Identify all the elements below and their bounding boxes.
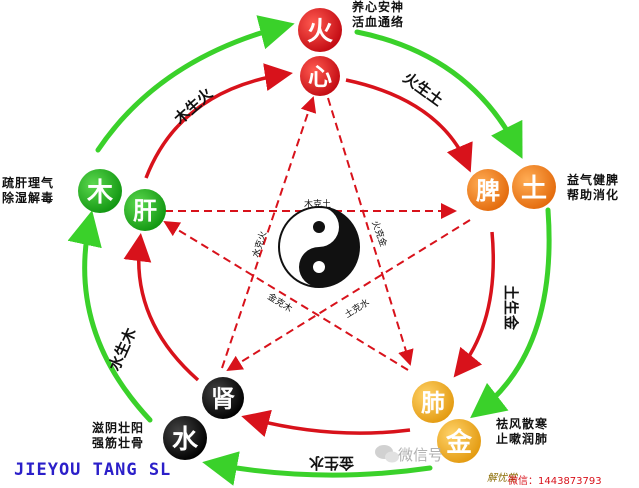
metal-note-line-1: 祛风散寒	[496, 417, 549, 431]
inner-arc-water-wood	[123, 233, 200, 382]
fire-note-line-2: 活血通络	[352, 15, 405, 29]
outer-arc-wood-fire	[95, 15, 295, 153]
wood-organ-char: 肝	[133, 196, 157, 225]
label-water-fire: 水克火	[249, 230, 269, 259]
outer-arc-water-wood	[67, 210, 153, 423]
wood-note-line-2: 除湿解毒	[2, 191, 55, 205]
signature-text: 解忧堂	[487, 473, 517, 484]
watermark-text: 微信号	[398, 446, 444, 464]
node-earth: 脾 土	[467, 165, 556, 211]
inner-generating-ring	[123, 63, 496, 437]
earth-element-char: 土	[521, 174, 547, 204]
outer-arc-metal-water	[202, 451, 433, 486]
label-metal-wood: 金克木	[265, 290, 294, 314]
inner-arc-wood-fire	[144, 63, 293, 179]
outer-generating-ring	[67, 15, 552, 486]
label-water-wood: 水生木	[105, 324, 140, 373]
label-wood-fire: 木生火	[170, 84, 217, 129]
fire-organ-char: 心	[308, 62, 332, 91]
yin-yang-symbol	[278, 206, 360, 288]
star-line-metal-wood	[163, 220, 409, 371]
node-fire: 火 心	[298, 8, 342, 96]
inner-arc-fire-earth	[345, 78, 473, 173]
metal-note-line-2: 止嗽润肺	[496, 432, 549, 446]
inner-arc-metal-water	[241, 409, 411, 437]
metal-organ-char: 肺	[421, 388, 445, 417]
outer-arc-earth-metal	[470, 207, 552, 419]
water-element-char: 水	[172, 425, 199, 455]
inner-arc-earth-metal	[453, 231, 496, 378]
earth-note-line-1: 益气健脾	[567, 173, 620, 187]
earth-note: 益气健脾 帮助消化	[567, 173, 619, 203]
label-earth-water: 土克水	[342, 296, 371, 320]
star-line-earth-water	[226, 219, 471, 372]
label-fire-earth: 火生土	[400, 69, 447, 110]
water-organ-char: 肾	[211, 384, 235, 413]
wechat-watermark-icon	[375, 445, 399, 463]
label-metal-water: 金生水	[308, 454, 355, 472]
fire-element-char: 火	[307, 17, 333, 47]
earth-organ-char: 脾	[476, 176, 500, 205]
brand-text: JIEYOU TANG SL	[14, 460, 172, 480]
label-earth-metal: 土生金	[502, 285, 520, 331]
wechat-id-text: 微信：1443873793	[508, 476, 602, 487]
earth-note-line-2: 帮助消化	[567, 188, 620, 202]
wood-note: 疏肝理气 除湿解毒	[2, 176, 54, 206]
water-note: 滋阴壮阳 强筋壮骨	[92, 421, 144, 451]
node-water: 肾 水	[163, 377, 244, 460]
wood-element-char: 木	[86, 178, 113, 208]
label-fire-metal: 火克金	[369, 219, 390, 248]
water-note-line-1: 滋阴壮阳	[92, 421, 145, 435]
star-line-fire-metal	[327, 97, 414, 366]
fire-note-line-1: 养心安神	[352, 0, 405, 14]
fire-note: 养心安神 活血通络	[352, 0, 404, 30]
water-note-line-2: 强筋壮骨	[92, 436, 145, 450]
outer-arc-fire-earth	[354, 29, 523, 159]
metal-note: 祛风散寒 止嗽润肺	[496, 417, 548, 447]
node-wood: 木 肝	[78, 169, 166, 231]
node-metal: 肺 金	[412, 381, 481, 463]
star-line-water-fire	[221, 96, 317, 369]
wood-note-line-1: 疏肝理气	[2, 176, 55, 190]
metal-element-char: 金	[445, 427, 473, 458]
label-wood-earth: 木克土	[304, 198, 331, 210]
